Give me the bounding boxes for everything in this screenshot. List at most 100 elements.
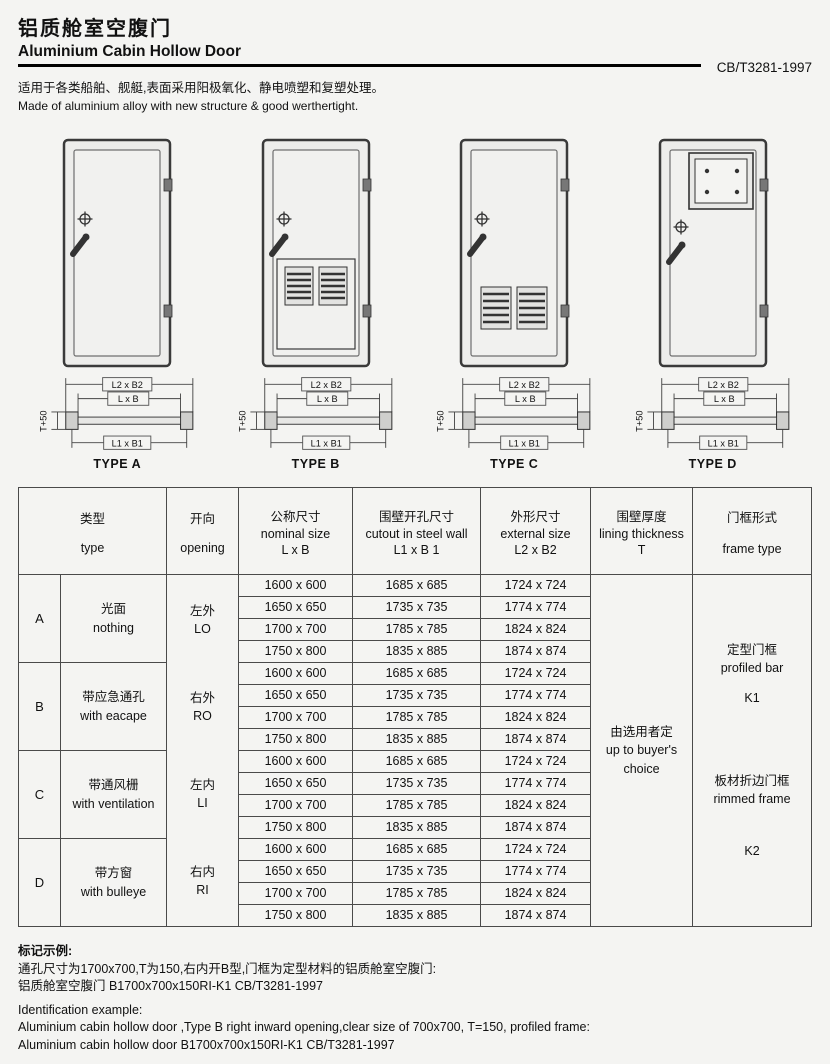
table-row: 1750 x 800 1835 x 885 1874 x 874 [19, 640, 812, 663]
dimension-diagram: L2 x B2 L x B T+50 L1 x B1 [634, 377, 790, 450]
nominal-cell: 1650 x 650 [238, 860, 354, 883]
type-label: TYPE D [688, 457, 737, 471]
hinge-icon [560, 178, 570, 318]
cutout-cell: 1785 x 785 [352, 794, 482, 817]
note-line: 通孔尺寸为1700x700,T为150,右内开B型,门框为定型材料的铝质舱室空腹… [18, 961, 437, 976]
note-title-en: Identification example: [18, 1002, 143, 1017]
door-handle-icon [665, 219, 689, 265]
table-row: 1700 x 700 1785 x 785 1824 x 824 [19, 706, 812, 729]
external-cell: 1724 x 724 [480, 750, 592, 773]
title-block: 铝质舱室空腹门 Aluminium Cabin Hollow Door [18, 12, 701, 67]
door-drawing-plain [63, 138, 173, 368]
external-cell: 1874 x 874 [480, 728, 592, 751]
nominal-cell: 1650 x 650 [238, 772, 354, 795]
svg-text:T+50: T+50 [39, 411, 49, 432]
door-diagram-type-a: L2 x B2 L x B T+50 L1 x B1 TYPE A [33, 137, 201, 471]
door-drawing-window [658, 138, 769, 368]
external-cell: 1824 x 824 [480, 882, 592, 905]
nominal-cell: 1700 x 700 [238, 882, 354, 905]
cutout-cell: 1785 x 785 [352, 706, 482, 729]
svg-text:L x B: L x B [515, 394, 536, 404]
nominal-cell: 1650 x 650 [238, 596, 354, 619]
note-title-cn: 标记示例: [18, 944, 73, 958]
nominal-cell: 1750 x 800 [238, 904, 354, 927]
nominal-cell: 1650 x 650 [238, 684, 354, 707]
standard-code: CB/T3281-1997 [716, 60, 812, 75]
external-cell: 1874 x 874 [480, 816, 592, 839]
svg-text:T+50: T+50 [436, 411, 446, 432]
type-letter: D [18, 838, 61, 927]
door-handle-icon [467, 211, 490, 257]
nominal-cell: 1600 x 600 [238, 662, 354, 685]
external-cell: 1824 x 824 [480, 706, 592, 729]
nominal-cell: 1750 x 800 [238, 640, 354, 663]
svg-text:L2 x B2: L2 x B2 [509, 380, 540, 390]
svg-text:L2 x B2: L2 x B2 [310, 380, 341, 390]
svg-text:T+50: T+50 [237, 411, 247, 432]
external-cell: 1824 x 824 [480, 794, 592, 817]
nominal-cell: 1600 x 600 [238, 838, 354, 861]
note-line: Aluminium cabin hollow door B1700x700x15… [18, 1037, 395, 1052]
svg-text:L1 x B1: L1 x B1 [707, 438, 738, 448]
external-cell: 1774 x 774 [480, 596, 592, 619]
cutout-cell: 1685 x 685 [352, 662, 482, 685]
table-row: 1750 x 800 1835 x 885 1874 x 874 [19, 904, 812, 927]
external-cell: 1774 x 774 [480, 684, 592, 707]
page-title-en: Aluminium Cabin Hollow Door [18, 43, 242, 60]
type-label: TYPE C [490, 457, 539, 471]
note-line: 铝质舱室空腹门 B1700x700x150RI-K1 CB/T3281-1997 [18, 979, 324, 993]
dimension-diagram: L2 x B2 L x B T+50 L1 x B1 [39, 377, 194, 450]
cutout-cell: 1735 x 735 [352, 684, 482, 707]
escape-panel-icon [276, 258, 356, 350]
type-letter: C [18, 750, 61, 839]
cutout-cell: 1685 x 685 [352, 574, 482, 597]
svg-text:L2 x B2: L2 x B2 [707, 380, 738, 390]
door-drawing-escape [261, 138, 372, 368]
nominal-cell: 1700 x 700 [238, 794, 354, 817]
description-en: Made of aluminium alloy with new structu… [18, 99, 359, 113]
identification-notes: 标记示例: 通孔尺寸为1700x700,T为150,右内开B型,门框为定型材料的… [18, 943, 812, 1054]
nominal-cell: 1750 x 800 [238, 728, 354, 751]
description-cn: 适用于各类船舶、舰艇,表面采用阳极氧化、静电喷塑和复塑处理。 [18, 81, 384, 95]
table-row: 1650 x 650 1735 x 735 1774 x 774 [19, 596, 812, 619]
svg-text:L x B: L x B [714, 394, 735, 404]
nominal-cell: 1750 x 800 [238, 816, 354, 839]
hinge-icon [362, 178, 372, 318]
external-cell: 1774 x 774 [480, 772, 592, 795]
type-label: TYPE A [93, 457, 142, 471]
external-cell: 1824 x 824 [480, 618, 592, 641]
external-cell: 1724 x 724 [480, 838, 592, 861]
external-cell: 1874 x 874 [480, 640, 592, 663]
door-diagram-type-d: L2 x B2 L x B T+50 L1 x B1 TYPE D [629, 137, 797, 471]
square-window-icon [687, 152, 754, 210]
svg-text:T+50: T+50 [634, 411, 644, 432]
door-diagram-type-b: L2 x B2 L x B T+50 L1 x B1 TYPE B [232, 137, 400, 471]
dimension-diagram: L2 x B2 L x B T+50 L1 x B1 [436, 377, 591, 450]
table-row: 1650 x 650 1735 x 735 1774 x 774 [19, 684, 812, 707]
door-diagram-type-c: L2 x B2 L x B T+50 L1 x B1 TYPE C [430, 137, 598, 471]
nominal-cell: 1700 x 700 [238, 706, 354, 729]
dimension-diagram: L2 x B2 L x B T+50 L1 x B1 [237, 377, 393, 450]
nominal-cell: 1700 x 700 [238, 618, 354, 641]
nominal-cell: 1600 x 600 [238, 574, 354, 597]
external-cell: 1874 x 874 [480, 904, 592, 927]
cutout-cell: 1735 x 735 [352, 772, 482, 795]
hinge-icon [163, 178, 173, 318]
hinge-icon [759, 178, 769, 318]
table-row: 1650 x 650 1735 x 735 1774 x 774 [19, 772, 812, 795]
type-label: TYPE B [291, 457, 340, 471]
door-handle-icon [70, 211, 93, 257]
svg-text:L x B: L x B [118, 394, 139, 404]
page-header: 铝质舱室空腹门 Aluminium Cabin Hollow Door CB/T… [18, 12, 812, 75]
